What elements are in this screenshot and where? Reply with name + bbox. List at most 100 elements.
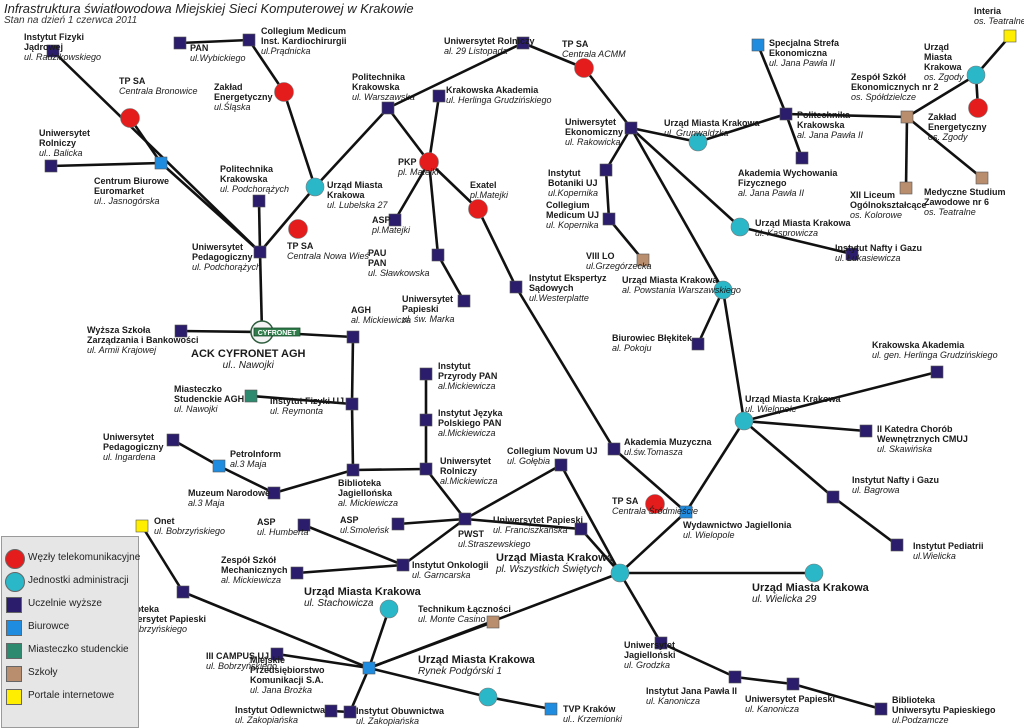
node-umk_pwsw (610, 563, 630, 583)
node-name-line: Studenckie AGH (174, 394, 245, 404)
node-name-line: Exatel (470, 180, 497, 190)
node-ze_zgody (968, 98, 988, 118)
fiber-link-onet-bup_bob (140, 525, 185, 593)
node-onet (135, 519, 149, 533)
node-name-line: Uniwersytet (39, 128, 91, 138)
node-name-line: AGH (351, 305, 371, 315)
node-wszib (174, 324, 188, 338)
campus-swatch-icon (6, 643, 22, 659)
fiber-link-zsm-io (296, 563, 404, 575)
node-name-line: Biblioteka (892, 695, 936, 705)
fiber-link-cm_kop-viii_lo (607, 218, 645, 261)
fiber-link-pkp-exatel (428, 161, 479, 210)
fiber-link-umk_pow-blekitek (696, 289, 725, 345)
node-umk_zgody (966, 65, 986, 85)
node-address: al. Mickiewicza (221, 575, 282, 585)
node-name-line: TP SA (119, 76, 146, 86)
node-address: ul. Kanonicza (646, 696, 701, 706)
node-name-line: VIII LO (586, 251, 615, 261)
node-name-line: Ogólnokształcące (850, 200, 927, 210)
fiber-link-exatel-ies (476, 208, 518, 288)
node-ka_herl2 (930, 365, 944, 379)
node-name-line: Instytut Jana Pawła II (646, 686, 738, 696)
node-name-line: Urząd Miasta Krakowa (664, 118, 760, 128)
fiber-link-cm_kard-ze_slaska (247, 39, 286, 93)
node-name-line: Przedsiębiorstwo (250, 665, 325, 675)
node-name-line: Zespół Szkół (221, 555, 277, 565)
node-name-line: Zakład (214, 82, 243, 92)
fiber-link-am-wyd_jag (613, 448, 687, 513)
node-name-line: Urząd Miasta Krakowa (752, 582, 869, 594)
node-name-line: Uniwersytet Papieski (493, 515, 584, 525)
node-name-line: PAU (368, 248, 387, 258)
node-address: ul. Kanonicza (745, 704, 800, 714)
node-name-line: Rolniczy (440, 466, 478, 476)
fiber-link-pwst-cn_uj (464, 463, 562, 521)
node-ib_uj (599, 163, 613, 177)
fiber-link-mn-bj (273, 468, 354, 495)
node-name-line: Wydawnictwo Jagiellonia (683, 520, 792, 530)
node-name-line: PetroInform (230, 449, 282, 459)
fiber-link-bj-ur_mick (352, 467, 427, 472)
node-inig2 (826, 490, 840, 504)
node-name-line: ASP (340, 515, 359, 525)
node-address: ul.Wielicka (913, 551, 956, 561)
fiber-link-pk_warsz-ur_top (387, 41, 524, 110)
fiber-link-wszib-cyf (180, 329, 263, 334)
node-name-line: Collegium Novum UJ (507, 446, 598, 456)
fiber-link-pk_jp2-awf (784, 113, 804, 159)
node-address: pl.Matejki (470, 190, 509, 200)
node-name-line: III CAMPUS UJ (206, 651, 270, 661)
node-address: al. Mickiewicza (351, 315, 412, 325)
fiber-link-zse2-umk_zgody (906, 73, 977, 119)
node-name-line: Instytut Ekspertyz (529, 273, 607, 283)
node-ies (509, 280, 523, 294)
node-zsm (290, 566, 304, 580)
node-ijp_pan (419, 413, 433, 427)
node-exatel (468, 199, 488, 219)
network-nodes: CYFRONET (44, 29, 1017, 719)
node-address: al.3 Maja (188, 498, 225, 508)
node-name-line: Jagielloński (624, 650, 676, 660)
node-address: Rynek Podgórski 1 (418, 666, 502, 677)
fiber-link-mpk-umk_rynek (368, 666, 489, 699)
map-subtitle: Stan na dzień 1 czerwca 2011 (4, 15, 138, 26)
node-xii_lo (899, 181, 913, 195)
node-address: al.3 Maja (230, 459, 267, 469)
node-address: ul. Zakopiańska (356, 716, 420, 726)
fiber-link-umk_grun-pk_jp2 (697, 112, 787, 144)
node-name-line: Miasta (924, 52, 953, 62)
node-name-line: Uniwersytet Papieski (116, 614, 207, 624)
node-ur_mick (419, 462, 433, 476)
node-cm_kard (242, 33, 256, 47)
office-swatch-icon (6, 620, 22, 636)
telecom-swatch-icon (5, 549, 25, 569)
node-address: Centrala Nowa Wieś (287, 251, 369, 261)
node-name-line: Muzeum Narodowe (188, 488, 271, 498)
node-address: ul.Smoleńsk (340, 525, 390, 535)
school-swatch-icon (6, 666, 22, 682)
node-name-line: Wewnętrznych CMUJ (877, 434, 968, 444)
fiber-link-ms_agh-ifuj (250, 394, 353, 406)
node-address: ul.. Jasnogórska (94, 196, 160, 206)
node-name-line: Krakowska Akademia (872, 340, 965, 350)
fiber-link-cn_uj-umk_pwsw (559, 464, 622, 574)
node-address: ul. Sławkowska (368, 268, 430, 278)
node-awf (795, 151, 809, 165)
